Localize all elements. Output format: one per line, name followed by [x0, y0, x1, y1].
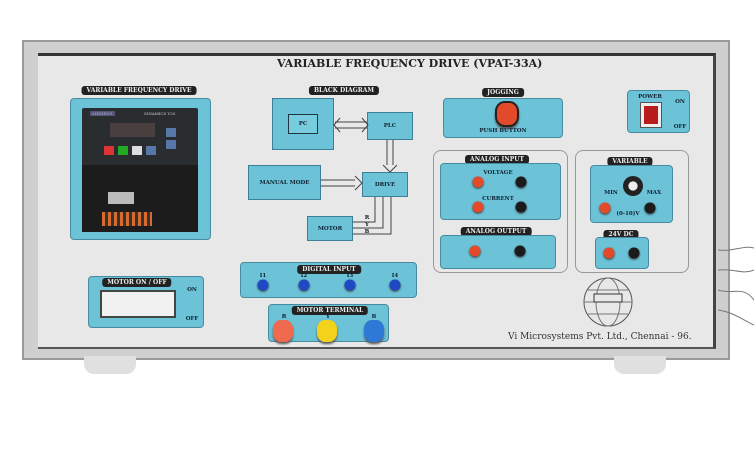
dc24-label: 24V DC — [603, 230, 639, 239]
diagram-arrows — [321, 117, 398, 235]
motor-terminal-y-jack[interactable] — [317, 320, 337, 342]
power-switch[interactable] — [640, 102, 662, 128]
manual-mode-block: MANUAL MODE — [248, 165, 321, 200]
analog-output-box — [440, 235, 556, 269]
pc-block: PC — [272, 98, 334, 150]
motor-switch-label: MOTOR ON / OFF — [102, 278, 172, 287]
up-button[interactable] — [166, 128, 176, 137]
variable-group — [575, 150, 689, 273]
company-logo-icon — [583, 277, 633, 327]
motor-on-off-switch[interactable] — [100, 290, 176, 318]
motor-block: MOTOR — [307, 216, 353, 241]
analog-group — [433, 150, 568, 273]
terminal-label: R — [281, 314, 287, 320]
variable-range-text: (0-10)V — [616, 211, 640, 217]
push-button-text: PUSH BUTTON — [479, 128, 527, 134]
pc-label: PC — [287, 114, 319, 134]
analog-out-negative-jack[interactable] — [514, 245, 526, 257]
analog-output-label: ANALOG OUTPUT — [460, 227, 532, 236]
current-negative-jack[interactable] — [515, 201, 527, 213]
input-label: I2 — [300, 273, 308, 279]
input-label: I1 — [259, 273, 267, 279]
variable-positive-jack[interactable] — [599, 202, 611, 214]
power-off-text: OFF — [673, 124, 687, 130]
vfd-drive: SIEMENS SINAMICS V20 — [82, 108, 198, 232]
jogging-label: JOGGING — [482, 88, 524, 97]
digital-input-jack[interactable] — [389, 279, 401, 291]
phase-r: R — [364, 215, 370, 221]
ok-button[interactable] — [146, 146, 156, 155]
current-positive-jack[interactable] — [472, 201, 484, 213]
digital-input-jack[interactable] — [344, 279, 356, 291]
cabinet-foot — [614, 356, 666, 374]
terminal-label: B — [371, 314, 377, 320]
drive-brand: SIEMENS — [90, 111, 115, 116]
cables — [718, 246, 754, 326]
panel-title: VARIABLE FREQUENCY DRIVE (VPAT-33A) — [277, 57, 543, 70]
power-label: POWER — [638, 94, 662, 100]
menu-button[interactable] — [132, 146, 142, 155]
drive-display — [110, 123, 155, 137]
analog-input-label: ANALOG INPUT — [465, 155, 529, 164]
plc-block: PLC — [367, 112, 413, 140]
potentiometer-knob[interactable] — [623, 176, 643, 196]
motor-off-text: OFF — [185, 316, 199, 322]
motor-on-text: ON — [187, 287, 197, 293]
digital-input-jack[interactable] — [257, 279, 269, 291]
dc24-negative-jack[interactable] — [628, 247, 640, 259]
drive-model: SINAMICS V20 — [144, 111, 176, 116]
digital-input-jack[interactable] — [298, 279, 310, 291]
voltage-positive-jack[interactable] — [472, 176, 484, 188]
voltage-text: VOLTAGE — [483, 170, 513, 176]
analog-out-positive-jack[interactable] — [469, 245, 481, 257]
stop-button[interactable] — [104, 146, 114, 155]
max-text: MAX — [646, 190, 662, 196]
digital-input-label: DIGITAL INPUT — [297, 265, 361, 274]
drive-block: DRIVE — [362, 172, 408, 197]
run-button[interactable] — [118, 146, 128, 155]
phase-b: B — [364, 229, 370, 235]
warning-label — [108, 192, 134, 204]
variable-label: VARIABLE — [607, 157, 653, 166]
terminal-label: Y — [326, 314, 330, 320]
jog-push-button[interactable] — [495, 101, 519, 127]
current-text: CURRENT — [482, 196, 514, 202]
dc24-positive-jack[interactable] — [603, 247, 615, 259]
variable-negative-jack[interactable] — [644, 202, 656, 214]
vfd-label: VARIABLE FREQUENCY DRIVE — [81, 86, 197, 95]
down-button[interactable] — [166, 140, 176, 149]
motor-terminal-r-jack[interactable] — [273, 320, 293, 342]
cabinet-foot — [84, 356, 136, 374]
voltage-negative-jack[interactable] — [515, 176, 527, 188]
analog-input-box — [440, 163, 561, 220]
power-on-text: ON — [675, 99, 685, 105]
motor-terminal-b-jack[interactable] — [364, 320, 384, 342]
input-label: I3 — [346, 273, 354, 279]
input-label: I4 — [391, 273, 399, 279]
min-text: MIN — [604, 190, 618, 196]
company-name: Vi Microsystems Pvt. Ltd., Chennai - 96. — [508, 332, 692, 342]
motor-terminal-label: MOTOR TERMINAL — [291, 306, 369, 315]
block-diagram-label: BLACK DIAGRAM — [308, 86, 380, 95]
phase-y: Y — [365, 222, 369, 228]
wiring — [102, 212, 152, 226]
